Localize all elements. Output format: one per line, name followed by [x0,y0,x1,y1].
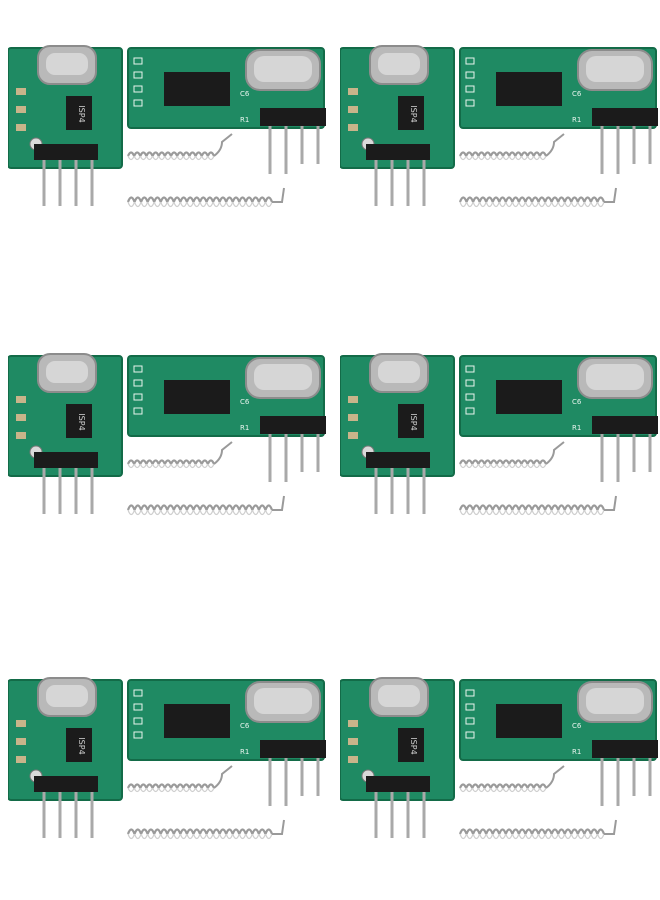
receiver-board: C6 R1 [127,355,326,482]
antenna-spring-long [458,495,617,516]
svg-text:R1: R1 [240,116,249,124]
svg-text:ISP4: ISP4 [77,413,86,430]
transmitter-board: ISP4 [8,353,123,514]
transmitter-board: ISP4 [340,45,455,206]
receiver-board: C6 R1 [127,47,326,174]
svg-text:C6: C6 [240,398,250,406]
svg-text:R1: R1 [572,116,581,124]
antenna-spring-long [458,819,617,840]
antenna-spring-short [458,133,565,161]
module-set: ISP4 C6 R1 [340,44,660,254]
svg-text:C6: C6 [572,90,582,98]
svg-text:R1: R1 [572,748,581,756]
antenna-spring-short [458,441,565,469]
svg-text:C6: C6 [240,722,250,730]
svg-text:ISP4: ISP4 [409,737,418,754]
svg-text:C6: C6 [572,722,582,730]
antenna-spring-long [126,819,285,840]
transmitter-board: ISP4 [340,353,455,514]
svg-text:R1: R1 [240,748,249,756]
module-set: ISP4 C6 R1 [340,352,660,562]
antenna-spring-long [126,187,285,208]
svg-text:ISP4: ISP4 [409,413,418,430]
transmitter-board: ISP4 [340,677,455,838]
receiver-board: C6 R1 [127,679,326,806]
transmitter-board: ISP4 [8,677,123,838]
svg-text:R1: R1 [572,424,581,432]
svg-text:R1: R1 [240,424,249,432]
module-set: ISP4 C6 R1 [8,352,328,562]
svg-text:ISP4: ISP4 [409,105,418,122]
antenna-spring-short [126,765,233,793]
antenna-spring-short [126,133,233,161]
svg-text:C6: C6 [572,398,582,406]
svg-text:ISP4: ISP4 [77,105,86,122]
receiver-board: C6 R1 [459,355,658,482]
module-set: ISP4 C6 R1 [8,44,328,254]
transmitter-board: ISP4 [8,45,123,206]
receiver-board: C6 R1 [459,47,658,174]
antenna-spring-short [126,441,233,469]
antenna-spring-long [126,495,285,516]
antenna-spring-long [458,187,617,208]
svg-text:C6: C6 [240,90,250,98]
module-set: ISP4 C6 R1 [340,676,660,886]
antenna-spring-short [458,765,565,793]
module-set: ISP4 C6 R1 [8,676,328,886]
receiver-board: C6 R1 [459,679,658,806]
svg-text:ISP4: ISP4 [77,737,86,754]
